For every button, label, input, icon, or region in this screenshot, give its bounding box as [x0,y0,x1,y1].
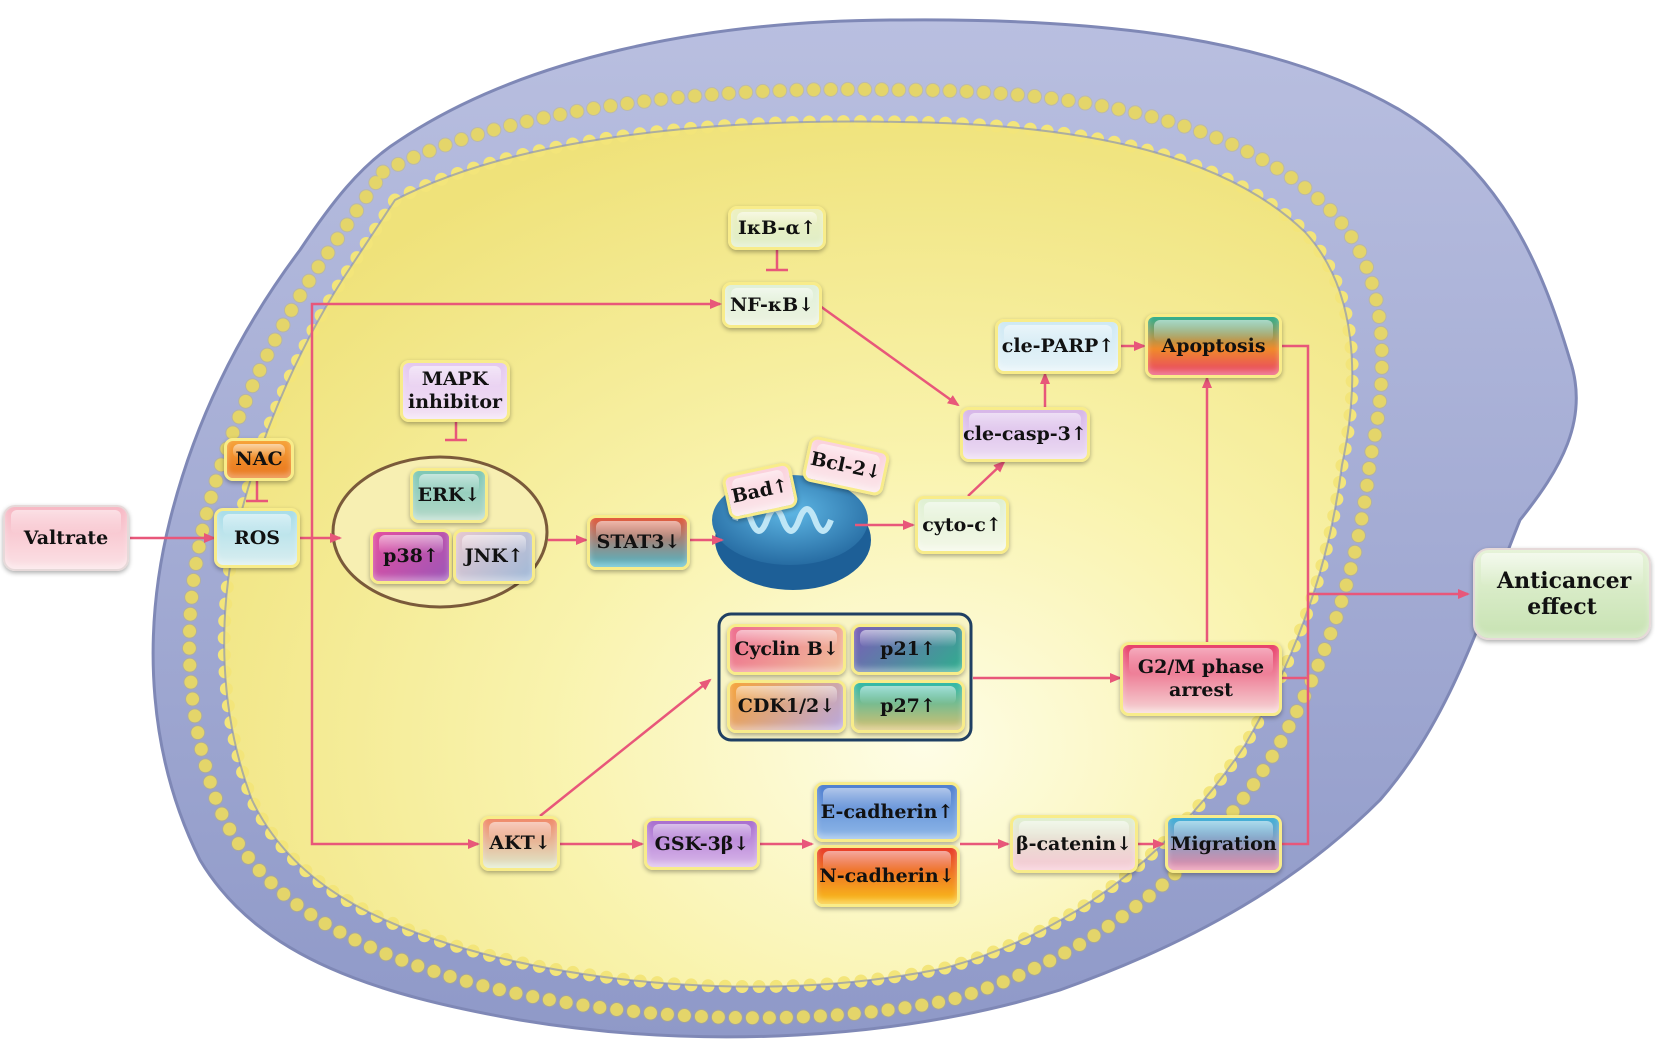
nf-kb-node: NF-κB↓ [722,282,822,328]
cle-casp3-node: cle-casp-3↑ [960,407,1090,462]
n-cadherin-node: N-cadherin↓ [814,845,960,907]
p27-node: p27↑ [851,680,965,733]
gsk3b-node: GSK-3β↓ [644,818,760,870]
erk-node: ERK↓ [410,468,488,523]
cdk12-node: CDK1/2↓ [727,680,846,733]
mapk-inhibitor-node: MAPK inhibitor [400,360,510,422]
g2m-arrest-node: G2/M phase arrest [1120,642,1282,716]
arrow-cytoc-casp3 [967,460,1006,497]
anticancer-effect-node: Anticancer effect [1473,548,1651,640]
nac-node: NAC [224,438,294,481]
ikb-alpha-node: IκB-α↑ [728,206,826,250]
beta-catenin-node: β-catenin↓ [1010,815,1138,873]
jnk-node: JNK↑ [453,529,535,584]
membrane-outer-ring [182,82,1389,1025]
valtrate-node: Valtrate [3,505,129,571]
pathway-arrows [130,299,1470,849]
e-cadherin-node: E-cadherin↑ [814,782,960,842]
ros-node: ROS [214,508,300,568]
migration-node: Migration [1165,815,1282,873]
stat3-node: STAT3↓ [587,515,690,570]
arrow-ros-akt [310,538,480,849]
arrow-nfkb-casp3 [819,304,960,407]
inhibition-lines [246,250,788,503]
cyclin-b-node: Cyclin B↓ [727,624,846,675]
p21-node: p21↑ [851,624,965,675]
cyto-c-node: cyto-c↑ [915,496,1009,554]
arrow-akt-cellcycle [539,678,712,817]
akt-node: AKT↓ [480,816,560,871]
p38-node: p38↑ [370,529,452,584]
arrow-ros-nfkb [310,299,722,538]
apoptosis-node: Apoptosis [1145,314,1282,378]
cle-parp-node: cle-PARP↑ [995,319,1121,374]
